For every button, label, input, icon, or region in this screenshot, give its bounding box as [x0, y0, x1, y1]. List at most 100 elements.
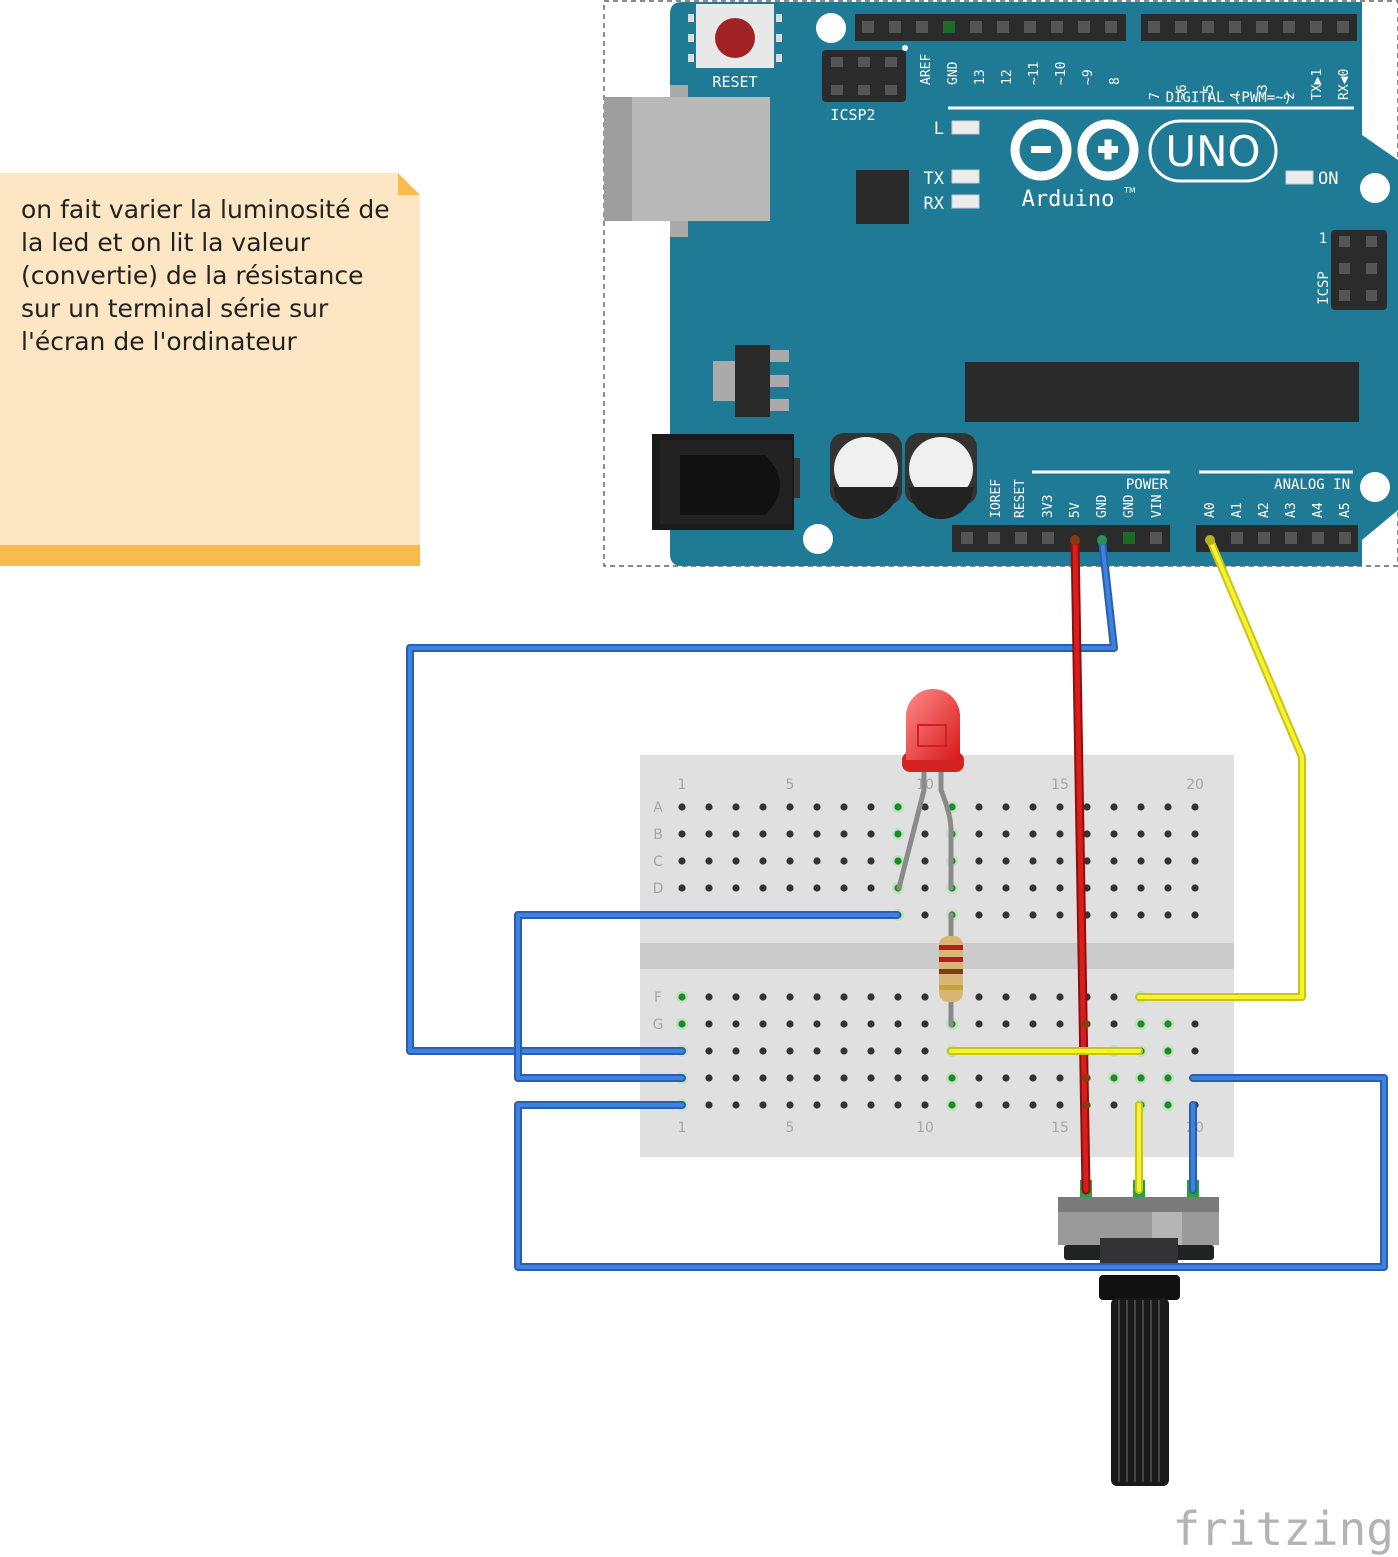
breadboard-hole[interactable]	[840, 830, 848, 838]
breadboard-hole[interactable]	[813, 993, 821, 1001]
breadboard-hole[interactable]	[813, 1101, 821, 1109]
breadboard-hole[interactable]	[786, 1020, 794, 1028]
breadboard-hole[interactable]	[894, 1047, 902, 1055]
breadboard-hole[interactable]	[1137, 1020, 1145, 1028]
breadboard-hole[interactable]	[867, 857, 875, 865]
breadboard-hole[interactable]	[732, 1101, 740, 1109]
breadboard-hole[interactable]	[894, 830, 902, 838]
breadboard-hole[interactable]	[786, 803, 794, 811]
breadboard-hole[interactable]	[813, 1074, 821, 1082]
breadboard-hole[interactable]	[948, 1074, 956, 1082]
breadboard-hole[interactable]	[1029, 830, 1037, 838]
breadboard-hole[interactable]	[1056, 803, 1064, 811]
breadboard-hole[interactable]	[678, 857, 686, 865]
breadboard-hole[interactable]	[921, 830, 929, 838]
breadboard-hole[interactable]	[678, 884, 686, 892]
breadboard-hole[interactable]	[1056, 884, 1064, 892]
breadboard-hole[interactable]	[1164, 1047, 1172, 1055]
breadboard-hole[interactable]	[921, 1047, 929, 1055]
potentiometer[interactable]	[1058, 1180, 1219, 1486]
breadboard-hole[interactable]	[921, 911, 929, 919]
breadboard-hole[interactable]	[1002, 993, 1010, 1001]
breadboard-hole[interactable]	[705, 857, 713, 865]
breadboard-hole[interactable]	[1110, 1101, 1118, 1109]
reset-button[interactable]	[688, 4, 782, 68]
breadboard-hole[interactable]	[759, 1074, 767, 1082]
breadboard-hole[interactable]	[705, 1020, 713, 1028]
breadboard-hole[interactable]	[894, 1074, 902, 1082]
breadboard-hole[interactable]	[1191, 884, 1199, 892]
breadboard-hole[interactable]	[867, 830, 875, 838]
breadboard-hole[interactable]	[1029, 1020, 1037, 1028]
breadboard-hole[interactable]	[705, 1047, 713, 1055]
breadboard-hole[interactable]	[1164, 1074, 1172, 1082]
breadboard-hole[interactable]	[921, 857, 929, 865]
breadboard-hole[interactable]	[948, 1101, 956, 1109]
breadboard-hole[interactable]	[705, 884, 713, 892]
breadboard-hole[interactable]	[1002, 1020, 1010, 1028]
breadboard-hole[interactable]	[759, 1047, 767, 1055]
breadboard-hole[interactable]	[1002, 1074, 1010, 1082]
breadboard-hole[interactable]	[921, 993, 929, 1001]
arduino-uno-board[interactable]: RESET ICSP2	[604, 2, 1398, 566]
breadboard-hole[interactable]	[894, 993, 902, 1001]
breadboard-hole[interactable]	[678, 803, 686, 811]
breadboard-hole[interactable]	[813, 1020, 821, 1028]
breadboard-hole[interactable]	[732, 1047, 740, 1055]
breadboard-hole[interactable]	[759, 1101, 767, 1109]
breadboard-hole[interactable]	[1164, 803, 1172, 811]
breadboard-hole[interactable]	[1110, 1074, 1118, 1082]
breadboard-hole[interactable]	[921, 884, 929, 892]
note-resize-bar[interactable]	[0, 545, 420, 566]
breadboard-hole[interactable]	[1110, 857, 1118, 865]
breadboard-hole[interactable]	[975, 803, 983, 811]
breadboard-hole[interactable]	[1110, 884, 1118, 892]
breadboard-hole[interactable]	[1137, 1074, 1145, 1082]
breadboard-hole[interactable]	[867, 993, 875, 1001]
breadboard-hole[interactable]	[921, 1074, 929, 1082]
breadboard-hole[interactable]	[786, 857, 794, 865]
breadboard-hole[interactable]	[1137, 857, 1145, 865]
breadboard-hole[interactable]	[840, 1047, 848, 1055]
breadboard-hole[interactable]	[759, 857, 767, 865]
breadboard-hole[interactable]	[1056, 911, 1064, 919]
breadboard-hole[interactable]	[813, 803, 821, 811]
breadboard-hole[interactable]	[1029, 1101, 1037, 1109]
breadboard-hole[interactable]	[1002, 1101, 1010, 1109]
breadboard-hole[interactable]	[1110, 993, 1118, 1001]
breadboard-hole[interactable]	[840, 803, 848, 811]
breadboard-hole[interactable]	[975, 830, 983, 838]
breadboard-hole[interactable]	[1056, 1074, 1064, 1082]
breadboard-hole[interactable]	[1137, 884, 1145, 892]
breadboard-hole[interactable]	[1002, 884, 1010, 892]
breadboard-hole[interactable]	[894, 1020, 902, 1028]
breadboard-hole[interactable]	[813, 884, 821, 892]
breadboard-hole[interactable]	[1029, 884, 1037, 892]
breadboard-hole[interactable]	[1083, 803, 1091, 811]
breadboard-hole[interactable]	[867, 1074, 875, 1082]
breadboard-hole[interactable]	[1191, 803, 1199, 811]
breadboard-hole[interactable]	[1029, 993, 1037, 1001]
breadboard-hole[interactable]	[1164, 1101, 1172, 1109]
breadboard-hole[interactable]	[1056, 1101, 1064, 1109]
breadboard-hole[interactable]	[732, 1074, 740, 1082]
breadboard-hole[interactable]	[813, 1047, 821, 1055]
breadboard-hole[interactable]	[948, 803, 956, 811]
breadboard-hole[interactable]	[894, 1101, 902, 1109]
breadboard-hole[interactable]	[975, 857, 983, 865]
breadboard-hole[interactable]	[1137, 803, 1145, 811]
breadboard-hole[interactable]	[786, 1101, 794, 1109]
breadboard-hole[interactable]	[1056, 830, 1064, 838]
breadboard-hole[interactable]	[759, 830, 767, 838]
breadboard-hole[interactable]	[732, 803, 740, 811]
breadboard-hole[interactable]	[786, 1047, 794, 1055]
breadboard-hole[interactable]	[732, 1020, 740, 1028]
breadboard-hole[interactable]	[678, 1020, 686, 1028]
breadboard-hole[interactable]	[732, 830, 740, 838]
breadboard-hole[interactable]	[840, 1074, 848, 1082]
breadboard-hole[interactable]	[786, 830, 794, 838]
breadboard-hole[interactable]	[867, 884, 875, 892]
breadboard-hole[interactable]	[1056, 993, 1064, 1001]
breadboard-hole[interactable]	[1029, 803, 1037, 811]
breadboard-hole[interactable]	[786, 1074, 794, 1082]
